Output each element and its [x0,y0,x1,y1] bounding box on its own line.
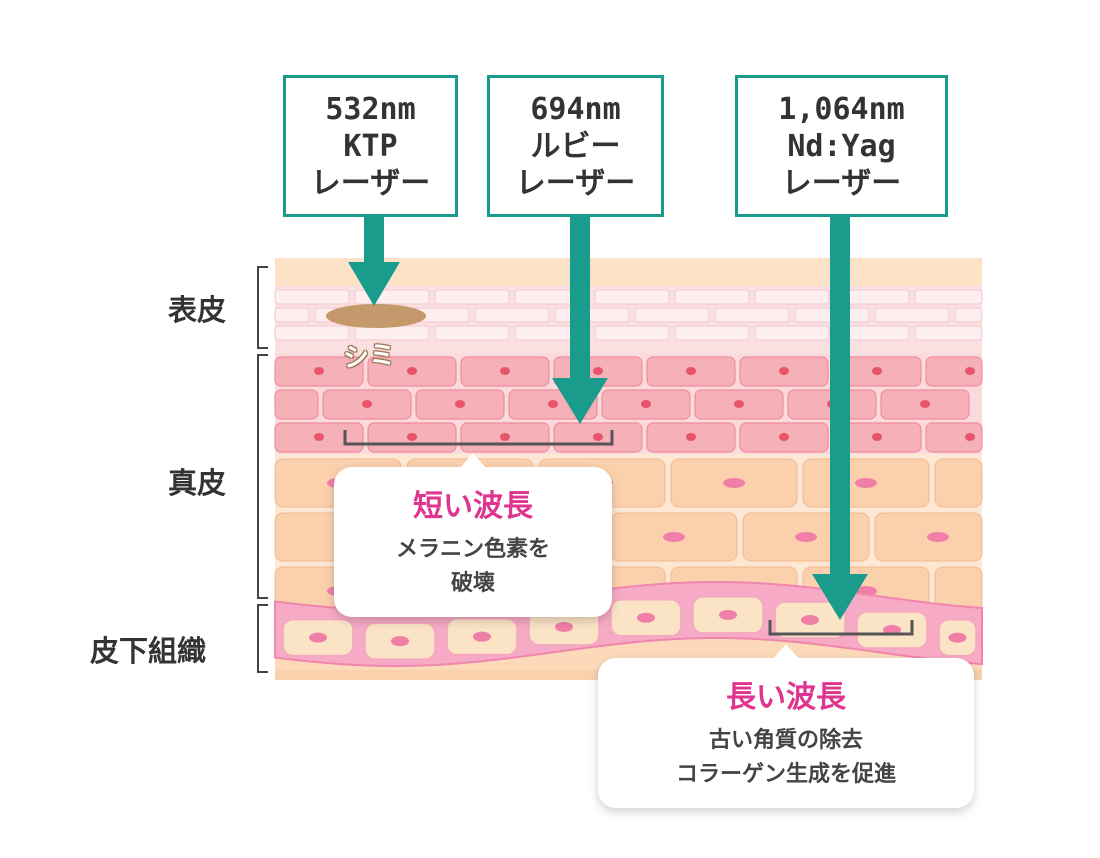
flat-cell [714,307,790,323]
cell-nucleus [686,367,696,375]
flat-cell [554,307,630,323]
arrow-694nm [552,216,608,424]
label-subcutaneous: 皮下組織 [90,634,207,668]
flat-cell [954,307,983,323]
cell-nucleus [779,433,789,441]
short-wave-line2: 破壊 [450,571,495,596]
long-wave-callout: 長い波長 古い角質の除去 コラーゲン生成を促進 [598,644,974,808]
flat-cell [754,289,830,305]
cell-nucleus [555,621,573,632]
cell-nucleus [455,400,465,408]
label-dermis: 真皮 [168,466,227,500]
spot-label: シミ [342,340,397,374]
cell-nucleus [855,478,877,488]
laser-name: Nd:Yag [787,128,896,164]
cell-nucleus [407,433,417,441]
subcutaneous-bracket [257,604,268,673]
epidermis-bracket [257,266,268,349]
laser-wavelength: 1,064nm [778,91,905,127]
cell-nucleus [593,433,603,441]
cell-nucleus [500,367,510,375]
cell-nucleus [965,433,975,441]
laser-box-532nm: 532nm KTP レーザー [283,75,458,217]
long-wave-line2: コラーゲン生成を促進 [675,762,896,787]
cell-nucleus [314,367,324,375]
flat-cell [914,325,983,341]
cell-nucleus [362,400,372,408]
flat-cell [754,325,830,341]
cell-nucleus [927,532,949,542]
cell-nucleus [795,532,817,542]
laser-kind: レーザー [781,165,902,201]
long-wave-line1: 古い角質の除去 [708,728,863,753]
cell-nucleus [801,614,819,625]
laser-wavelength: 532nm [325,91,416,127]
flat-cell [674,289,750,305]
laser-name: KTP [343,128,398,164]
cell-nucleus [779,367,789,375]
cell-nucleus [734,400,744,408]
flat-cell [594,289,670,305]
laser-kind: レーザー [310,165,431,201]
cell-nucleus [593,367,603,375]
dermis-cell [934,458,983,508]
arrow-532nm [348,216,400,306]
short-wave-title: 短い波長 [413,489,533,524]
long-wave-title: 長い波長 [726,680,846,715]
cell-nucleus [548,400,558,408]
cell-nucleus [965,367,975,375]
laser-box-1064nm: 1,064nm Nd:Yag レーザー [735,75,948,217]
cell-nucleus [314,433,324,441]
cell-nucleus [637,612,655,623]
cell-nucleus [719,609,737,620]
short-wave-bracket [343,430,614,446]
flat-cell [674,325,750,341]
cell-nucleus [500,433,510,441]
flat-cell [274,289,350,305]
cell-nucleus [723,478,745,488]
cell-nucleus [948,632,967,643]
cell-nucleus [872,433,882,441]
short-wave-callout: 短い波長 メラニン色素を 破壊 [334,453,612,617]
flat-cell [274,307,310,323]
epidermis-upper-cells [274,289,983,341]
cell-nucleus [883,624,901,635]
laser-box-694nm: 694nm ルビー レーザー [487,75,664,217]
label-epidermis: 表皮 [168,293,227,327]
cell-nucleus [686,433,696,441]
laser-wavelength: 694nm [530,91,621,127]
basal-cell [274,389,319,420]
flat-cell [914,289,983,305]
flat-cell [434,289,510,305]
cell-nucleus [473,631,491,642]
cell-nucleus [391,636,409,647]
laser-name: ルビー [530,128,621,164]
basal-cell [925,356,983,387]
cell-nucleus [872,367,882,375]
cell-nucleus [663,532,685,542]
flat-cell [594,325,670,341]
cell-nucleus [407,367,417,375]
laser-kind: レーザー [515,165,636,201]
flat-cell [874,307,950,323]
long-wave-bracket [768,620,914,636]
cell-nucleus [309,632,327,643]
basal-cell [925,422,983,453]
dermis-cell [274,512,342,562]
flat-cell [474,307,550,323]
flat-cell [274,325,350,341]
cell-nucleus [920,400,930,408]
flat-cell [634,307,710,323]
pigment-spot [326,304,426,328]
arrow-1064nm [812,216,868,620]
cell-nucleus [641,400,651,408]
dermis-bracket [257,354,268,599]
flat-cell [434,325,510,341]
short-wave-line1: メラニン色素を [395,537,550,562]
